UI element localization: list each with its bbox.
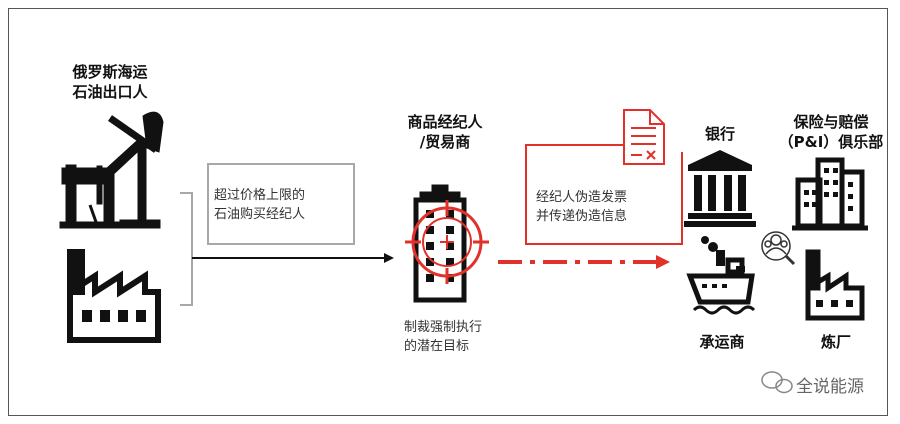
people-search-icon [761,231,796,266]
broker-label: 商品经纪人 /贸易商 [390,112,500,152]
insurance-label-line2: （P&I）俱乐部 [778,133,884,151]
sanction-note-line2: 的潜在目标 [404,339,470,354]
insurance-label: 保险与赔偿 （P&I）俱乐部 [776,112,886,152]
watermark-text: 全说能源 [796,377,864,397]
price-cap-note: 超过价格上限的 石油购买经纪人 [214,186,354,224]
insurance-label-line1: 保险与赔偿 [793,113,869,131]
price-cap-bracket [180,163,355,306]
crosshair-target-icon [405,200,489,284]
broker-label-line1: 商品经纪人 [407,113,483,131]
shipper-label: 承运商 [699,333,745,351]
sanction-note: 制裁强制执行 的潜在目标 [404,318,514,356]
refinery-icon [805,249,865,321]
document-icon [623,109,665,165]
exporter-label-line1: 俄罗斯海运 [72,63,148,81]
exporter-label-line2: 石油出口人 [72,83,148,101]
broker-label-line2: /贸易商 [419,133,471,151]
price-cap-note-line1: 超过价格上限的 [214,188,306,203]
forged-info-box [525,144,683,245]
factory-icon [67,249,161,343]
price-cap-note-line2: 石油购买经纪人 [214,207,306,222]
forged-note: 经纪人伪造发票 并传递伪造信息 [536,188,666,226]
flow-arrow-broker-to-counterparties [498,255,670,269]
wechat-icon [761,371,793,394]
office-building-icon [413,184,467,303]
oil-pump-icon [59,111,164,229]
city-buildings-icon [792,157,868,231]
forged-note-line1: 经纪人伪造发票 [536,190,628,205]
exporter-label: 俄罗斯海运 石油出口人 [50,62,170,102]
forged-note-line2: 并传递伪造信息 [536,209,628,224]
refinery-label: 炼厂 [820,333,851,351]
flow-arrow-exporter-to-broker [192,253,394,263]
bank-icon [684,150,756,227]
sanction-note-line1: 制裁强制执行 [404,320,483,335]
bank-label: 银行 [704,125,735,143]
ship-icon [686,236,756,315]
